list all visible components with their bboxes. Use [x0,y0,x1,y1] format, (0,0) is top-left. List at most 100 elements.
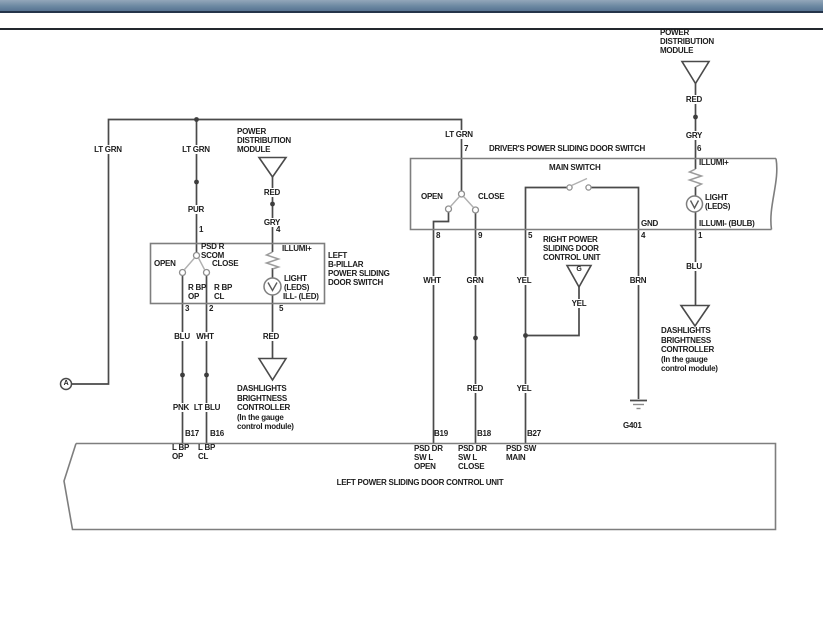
gnd-label: GND [641,219,659,228]
switch-contacts [178,184,592,277]
wire-label-yel-main: YEL [515,276,533,285]
pin-4-right: 4 [641,231,646,240]
illumi-plus-right-label: ILLUMI+ [699,158,729,167]
g-source-label: G [576,266,582,273]
wire-label-lt-grn-right: LT GRN [444,130,474,139]
r-bp-op-label: R BP OP [188,283,207,301]
wire-label-lt-grn-mid: LT GRN [181,145,211,154]
left-control-unit-title: LEFT POWER SLIDING DOOR CONTROL UNIT [336,478,504,487]
l-bp-op-label: L BP OP [172,443,190,461]
psd-r-close-contact [202,268,211,277]
junction-dots [180,114,698,378]
g-source-arrow [565,264,593,289]
lamp-filament-right [689,200,700,210]
wire-label-red-ill-left: RED [261,332,281,341]
lamp-icons [263,195,704,296]
header-separator-line [0,28,823,30]
pin-1: 1 [199,225,204,234]
connector-a-label: A [63,380,69,387]
wire-label-red-pdm-left: RED [262,188,282,197]
left-bpillar-switch-label: LEFT B-PILLAR POWER SLIDING DOOR SWITCH [328,251,390,287]
connector-b27: B27 [527,429,541,438]
drivers-switch-blades [449,196,475,208]
light-leds-right-label: LIGHT (LEDS) [705,193,731,211]
l-bp-cl-label: L BP CL [198,443,216,461]
wire-label-wht-open: WHT [422,276,442,285]
psd-sw-main-label: PSD SW MAIN [506,444,537,462]
left-bpillar-switch-box [149,242,326,305]
resistor-icons [264,168,704,270]
connector-b17: B17 [185,429,199,438]
open-label-right: OPEN [421,192,443,201]
window-title-bar [0,0,823,13]
drivers-switch-pivot [457,190,466,198]
dashlights-left-label: DASHLIGHTS BRIGHTNESS CONTROLLER (In the… [237,384,294,432]
open-label-left: OPEN [154,259,176,268]
main-switch-contact-left [566,184,573,191]
wire-label-yel-main-lower: YEL [515,384,533,393]
illumi-minus-bulb-label: ILLUMI- (BULB) [699,219,755,228]
lamp-icon-left [263,277,282,296]
wire-label-blu-right: BLU [685,262,703,271]
resistor-icon-right [687,168,704,188]
pin-1-right: 1 [698,231,703,240]
connector-a-circle [59,377,73,391]
illumi-plus-left-label: ILLUMI+ [282,244,312,253]
wire-label-blu-left: BLU [173,332,191,341]
close-label-right: CLOSE [478,192,505,201]
pdm-arrow-right [680,60,711,86]
wire-label-red-close-lower: RED [465,384,485,393]
dashlights-arrow-left [257,357,288,382]
psd-dr-sw-l-open-label: PSD DR SW L OPEN [414,444,443,471]
psd-r-switch-blades [183,257,206,270]
dashlights-arrow-right [679,304,711,328]
wire-label-brn-gnd: BRN [628,276,648,285]
wire-label-gry-pdm-left: GRY [262,218,282,227]
wire-main-switch-loop [524,186,640,230]
main-switch-contact-right [585,184,592,191]
lamp-filament-left [267,282,278,292]
r-bp-cl-label: R BP CL [214,283,233,301]
resistor-icon-left [264,251,281,270]
close-label-left: CLOSE [212,259,239,268]
drivers-switch-label: DRIVER'S POWER SLIDING DOOR SWITCH [489,144,646,153]
connector-b16: B16 [210,429,224,438]
psd-dr-sw-l-close-label: PSD DR SW L CLOSE [458,444,487,471]
wire-label-grn-close: GRN [465,276,485,285]
lamp-icon-right [685,195,704,213]
pin-6: 6 [697,144,702,153]
wire-yel-g-branch [525,287,580,337]
wire-label-yel-g: YEL [570,299,588,308]
psd-r-switch-pivot [192,251,201,260]
connector-b19: B19 [434,429,448,438]
dashlights-right-label: DASHLIGHTS BRIGHTNESS CONTROLLER (In the… [661,326,718,374]
main-switch-label: MAIN SWITCH [549,163,601,172]
wire-label-pur: PUR [186,205,206,214]
pin-7: 7 [464,144,469,153]
main-switch-blade [571,177,588,187]
ground-id-label: G401 [623,421,642,430]
wire-label-lt-grn-left: LT GRN [93,145,123,154]
pin-8: 8 [436,231,441,240]
module-arrows [257,60,711,382]
wire-bus-ltgrn [71,118,463,385]
pin-3: 3 [185,304,190,313]
light-leds-left-label: LIGHT (LEDS) [284,274,310,292]
switch-blades [183,177,588,270]
drivers-close-contact [471,206,480,214]
pin-9: 9 [478,231,483,240]
wire-label-lt-blu: LT BLU [192,403,222,412]
wire-label-pnk: PNK [171,403,191,412]
wire-label-wht-left: WHT [195,332,215,341]
right-control-unit-label: RIGHT POWER SLIDING DOOR CONTROL UNIT [543,235,601,262]
ground-icon [630,399,647,410]
drivers-switch-box [409,157,778,231]
connector-b18: B18 [477,429,491,438]
drivers-open-contact [444,205,453,213]
wire-wht-open-right [432,212,450,444]
pin-2: 2 [209,304,214,313]
psd-r-scom-label: PSD R SCOM [201,242,225,260]
pin-5-left: 5 [279,304,284,313]
